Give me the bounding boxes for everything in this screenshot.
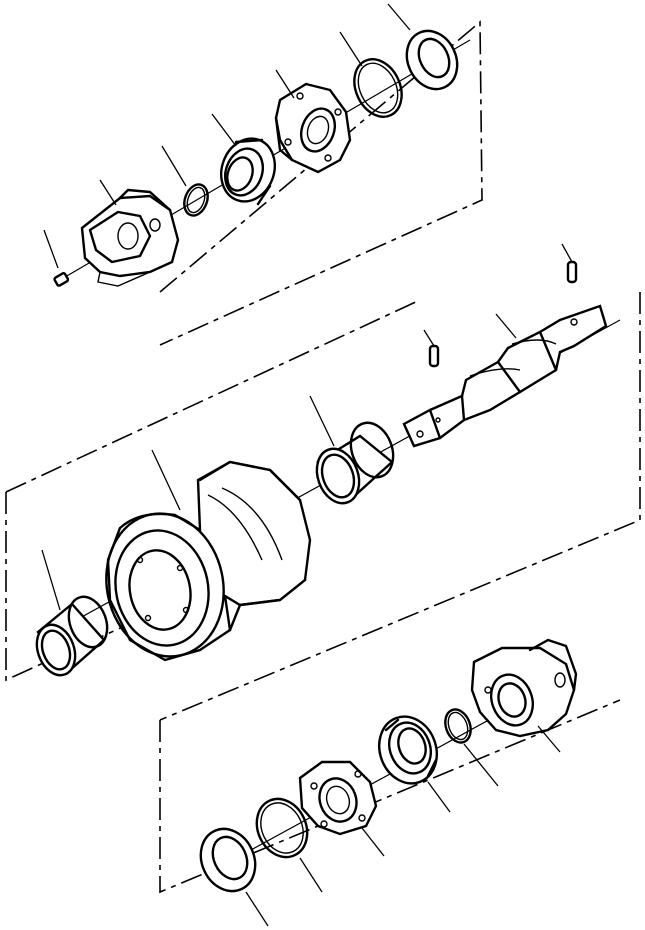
bushing-right-part [315, 421, 395, 505]
callout-leader-thrust-washer [387, 3, 411, 31]
lower-group-boundary [159, 699, 621, 894]
lower-end-assembly [199, 638, 578, 927]
callout-leader-roller-shell [151, 449, 181, 511]
callout-leader-plug [43, 229, 59, 269]
floating-seal-lower-part [378, 715, 438, 785]
callout-leader-floating-seal [211, 113, 237, 147]
callout-leader-bushing-right [309, 395, 335, 447]
o-ring-large-lower-part [255, 797, 309, 859]
callout-leader-floating-seal-lower [427, 781, 451, 813]
callout-leader-plug-a [423, 329, 435, 347]
callout-leader-end-collar-lower [537, 725, 561, 753]
roller-center-assembly [35, 243, 621, 677]
floating-seal-part [220, 137, 276, 206]
center-group-boundary [159, 292, 641, 721]
plug-part [53, 272, 70, 287]
callout-leader-bushing-left [41, 549, 61, 611]
callout-leader-o-ring-small [161, 145, 187, 187]
thrust-washer-lower-part [199, 827, 257, 893]
lower-axis-line [217, 691, 541, 869]
callout-leader-o-ring-large [339, 31, 363, 67]
callout-leader-retainer-plate-lower [361, 827, 385, 857]
callout-leader-end-collar [99, 179, 117, 206]
end-collar-part [80, 188, 180, 287]
thrust-washer-part [405, 29, 459, 91]
callout-leader-thrust-washer-lower [245, 891, 269, 927]
plug-b-part [566, 260, 578, 284]
callout-leader-shaft [495, 313, 517, 339]
o-ring-large-part [353, 58, 403, 118]
o-ring-small-lower-part [444, 708, 472, 744]
shaft-part [402, 304, 608, 448]
plug-a-part [428, 344, 440, 368]
upper-end-assembly [43, 3, 471, 287]
callout-leader-plug-b [561, 243, 573, 263]
callout-leader-retainer-plate [275, 69, 295, 99]
o-ring-small-part [183, 183, 209, 217]
callout-leader-o-ring-large-lower [299, 857, 323, 893]
retainer-plate-part [274, 82, 352, 174]
callout-leader-o-ring-small-lower [463, 743, 499, 787]
end-collar-lower-part [470, 638, 578, 738]
retainer-plate-lower-part [298, 760, 378, 836]
bushing-left-part [35, 595, 109, 677]
roller-shell-part [105, 460, 312, 662]
